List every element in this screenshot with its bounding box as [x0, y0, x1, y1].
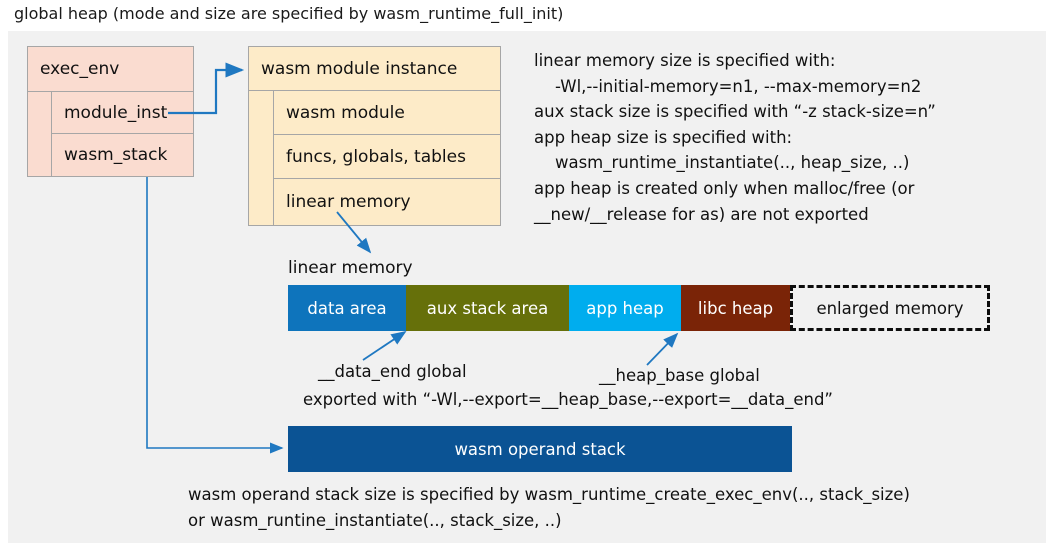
module-instance-field-funcs-globals-tables: funcs, globals, tables — [273, 134, 501, 179]
module-instance-field-linear-memory-label: linear memory — [286, 192, 411, 212]
wasm-operand-stack-box: wasm operand stack — [288, 426, 792, 472]
exec-env-group: exec_env module_inst wasm_stack — [27, 46, 194, 177]
exec-env-field-module-inst: module_inst — [51, 91, 194, 134]
annotation-heap-base: __heap_base global — [599, 366, 760, 385]
annotation-exported-with: exported with “-Wl,--export=__heap_base,… — [303, 390, 833, 409]
module-instance-field-wasm-module: wasm module — [273, 90, 501, 135]
module-instance-field-funcs-globals-tables-label: funcs, globals, tables — [286, 146, 466, 167]
memory-segment-enlarged-memory: enlarged memory — [790, 285, 990, 331]
memory-segment-data-area-label: data area — [307, 298, 387, 318]
exec-env-field-module-inst-label: module_inst — [64, 102, 168, 123]
annotation-data-end: __data_end global — [318, 362, 467, 381]
module-instance-field-wasm-module-label: wasm module — [286, 102, 405, 123]
memory-segment-aux-stack-area: aux stack area — [406, 285, 569, 331]
operand-stack-note: wasm operand stack size is specified by … — [188, 485, 910, 530]
module-instance-group: wasm module instance wasm module funcs, … — [248, 46, 501, 226]
linear-memory-bar: data area aux stack area app heap libc h… — [288, 285, 990, 331]
wasm-operand-stack-label: wasm operand stack — [454, 439, 626, 459]
linear-memory-info-note: linear memory size is specified with: -W… — [534, 51, 936, 224]
memory-segment-aux-stack-area-label: aux stack area — [426, 298, 549, 318]
exec-env-field-wasm-stack: wasm_stack — [51, 133, 194, 177]
memory-segment-data-area: data area — [288, 285, 406, 331]
memory-segment-libc-heap: libc heap — [681, 285, 790, 331]
linear-memory-bar-label: linear memory — [288, 258, 413, 278]
module-instance-header-label: wasm module instance — [261, 58, 458, 79]
module-instance-gutter — [248, 90, 274, 226]
diagram-title: global heap (mode and size are specified… — [14, 4, 564, 23]
memory-segment-app-heap-label: app heap — [586, 298, 664, 318]
memory-segment-app-heap: app heap — [569, 285, 681, 331]
memory-segment-libc-heap-label: libc heap — [697, 298, 774, 318]
module-instance-header: wasm module instance — [248, 46, 501, 91]
exec-env-field-wasm-stack-label: wasm_stack — [64, 145, 168, 165]
exec-env-header-label: exec_env — [40, 59, 120, 79]
memory-segment-enlarged-memory-label: enlarged memory — [816, 298, 964, 318]
exec-env-header: exec_env — [27, 46, 194, 92]
exec-env-gutter — [27, 91, 52, 177]
module-instance-field-linear-memory: linear memory — [273, 178, 501, 226]
